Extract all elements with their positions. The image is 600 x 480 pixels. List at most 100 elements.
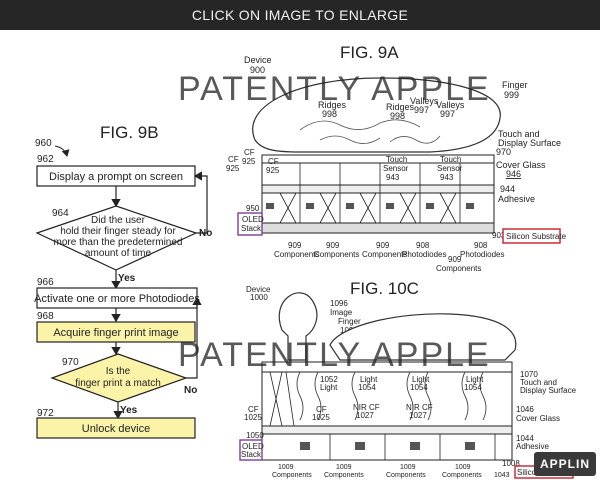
fig-10c-touch-ref: 1070 [520, 370, 538, 379]
touch-sensor-1-l1: Touch [386, 155, 407, 164]
cf-10c-1-ref: 1025 [244, 413, 262, 422]
comp-9a-3-ref: 909 [376, 241, 390, 250]
cf-9a-1-ref: 925 [226, 164, 240, 173]
fig-10c-title: FIG. 10C [350, 279, 419, 298]
step-964-ref: 964 [52, 208, 69, 219]
comp-10c-1-label: Components [272, 472, 312, 479]
photo-9a-2-ref: 908 [474, 241, 488, 250]
decision-970-no: No [184, 385, 197, 396]
decision-970-yes: Yes [120, 405, 138, 416]
cf-10c-2-label: CF [316, 405, 327, 414]
comp-10c-2-label: Components [324, 472, 364, 479]
comp-9a-1-label: Components [274, 250, 319, 259]
ref-10c-1043: 1043 [494, 472, 510, 479]
decision-964-no: No [199, 228, 212, 239]
light-left-label: Light [320, 383, 338, 392]
nir-2-label: NIR CF [406, 403, 433, 412]
oled-10c-ref: 1050 [246, 431, 264, 440]
nir-2-ref: 1027 [409, 411, 427, 420]
step-970-line1: Is the [106, 366, 131, 377]
nir-1-label: NIR CF [353, 403, 380, 412]
light-2-label: Light [412, 375, 430, 384]
comp-9a-4-label: Components [436, 264, 481, 273]
silicon-substrate-9a-box [502, 228, 561, 244]
fig-9a-ridges-ref: 998 [322, 109, 337, 119]
fig-9a-touch-surface-ref: 970 [496, 147, 511, 157]
touch-sensor-2-l1: Touch [440, 155, 461, 164]
cf-9a-2-ref: 925 [242, 157, 256, 166]
touch-sensor-1-ref: 943 [386, 173, 400, 182]
fig-9b-title: FIG. 9B [100, 123, 159, 142]
fig-10c-cg-ref: 1046 [516, 405, 534, 414]
comp-9a-4-ref: 909 [448, 255, 462, 264]
silicon-layer-9a [261, 222, 495, 234]
step-962-text: Display a prompt on screen [49, 171, 183, 183]
site-badge-logo: APPLIN [534, 452, 596, 476]
site-badge-text: APPLIN [539, 457, 590, 471]
comp-9a-2-ref: 909 [326, 241, 340, 250]
step-968-ref: 968 [37, 311, 54, 322]
comp-10c-3-label: Components [386, 472, 426, 479]
comp-10c-2-ref: 1009 [336, 464, 352, 471]
adhesive-9a-ref: 944 [500, 184, 515, 194]
photo-9a-1-label: Photodiodes [402, 250, 446, 259]
touch-sensor-2-l2: Sensor [437, 164, 463, 173]
fig-9a-cross-section: FIG. 9A Device 900 Finger 999 Ridges 998… [226, 43, 567, 273]
light-1-ref: 1054 [358, 383, 376, 392]
cf-10c-1-label: CF [248, 405, 259, 414]
step-972-text: Unlock device [82, 423, 150, 435]
fig-10c-device-ref: 1000 [250, 293, 268, 302]
fig-9a-ridges2-label: Ridges [386, 102, 415, 112]
fig-9b-flowchart: FIG. 9B 960 962 Display a prompt on scre… [34, 123, 212, 439]
light-3-label: Light [466, 375, 484, 384]
fig-9a-title: FIG. 9A [340, 43, 399, 62]
cf-9a-3-label: CF [268, 157, 279, 166]
fig-9a-device-ref: 900 [250, 65, 265, 75]
adhesive-9a-label: Adhesive [498, 194, 535, 204]
fig-10c-touch-l2: Display Surface [520, 386, 577, 395]
cf-9a-3-ref: 925 [266, 166, 280, 175]
step-964-line2: hold their finger steady for [60, 226, 176, 237]
cover-glass-9a-ref: 946 [506, 169, 521, 179]
silicon-10c-ref: 1008 [502, 459, 520, 468]
oled-10c-l1: OLED [242, 442, 264, 451]
photo-9a-2-label: Photodiodes [460, 250, 504, 259]
fig-9a-touch-surface-2: Display Surface [498, 138, 561, 148]
oled-10c-l2: Stack [241, 450, 262, 459]
fig-9a-finger-ref: 999 [504, 90, 519, 100]
comp-10c-3-ref: 1009 [400, 464, 416, 471]
fig-10c-cross-section: FIG. 10C Device 1000 1096 Image Finger 1… [239, 279, 578, 479]
fig-10c-adh-ref: 1044 [516, 434, 534, 443]
touch-sensor-1-l2: Sensor [383, 164, 409, 173]
cover-glass-9a-label: Cover Glass [496, 160, 546, 170]
finger-shape-9a [252, 77, 501, 153]
silicon-9a-ref: 903 [492, 231, 506, 240]
fig-10c-image-label: Image [330, 308, 353, 317]
step-970-line2: finger print a match [75, 378, 161, 389]
oled-9a-ref: 950 [246, 204, 260, 213]
comp-9a-3-label: Components [362, 250, 407, 259]
step-970-ref: 970 [62, 357, 79, 368]
patent-figure[interactable]: FIG. 9B 960 962 Display a prompt on scre… [0, 30, 600, 480]
step-964-line4: amount of time [85, 248, 152, 259]
cf-9a-2-label: CF [244, 148, 255, 157]
fig-9a-device-label: Device [244, 55, 272, 65]
step-964-line3: more than the predetermined [54, 237, 183, 248]
oled-9a-l1: OLED [242, 215, 264, 224]
fig-9a-valleys2-ref: 997 [440, 109, 455, 119]
flow-ref-960: 960 [35, 138, 52, 149]
fig-9a-valleys-ref: 997 [414, 105, 429, 115]
step-964-line1: Did the user [91, 215, 146, 226]
fig-9a-finger-label: Finger [502, 80, 528, 90]
enlarge-banner[interactable]: CLICK ON IMAGE TO ENLARGE [0, 0, 600, 30]
step-966-text: Activate one or more Photodiodes [34, 293, 200, 305]
fig-10c-adh-label: Adhesive [516, 442, 549, 451]
touch-sensor-2-ref: 943 [440, 173, 454, 182]
fig-10c-touch-l1: Touch and [520, 378, 557, 387]
comp-10c-1-ref: 1009 [278, 464, 294, 471]
oled-stack-9a-box [237, 212, 263, 236]
fig-10c-device-label: Device [246, 285, 271, 294]
step-972-box [36, 417, 196, 439]
fig-9a-ridges-label: Ridges [318, 100, 347, 110]
decision-964-yes: Yes [118, 273, 136, 284]
